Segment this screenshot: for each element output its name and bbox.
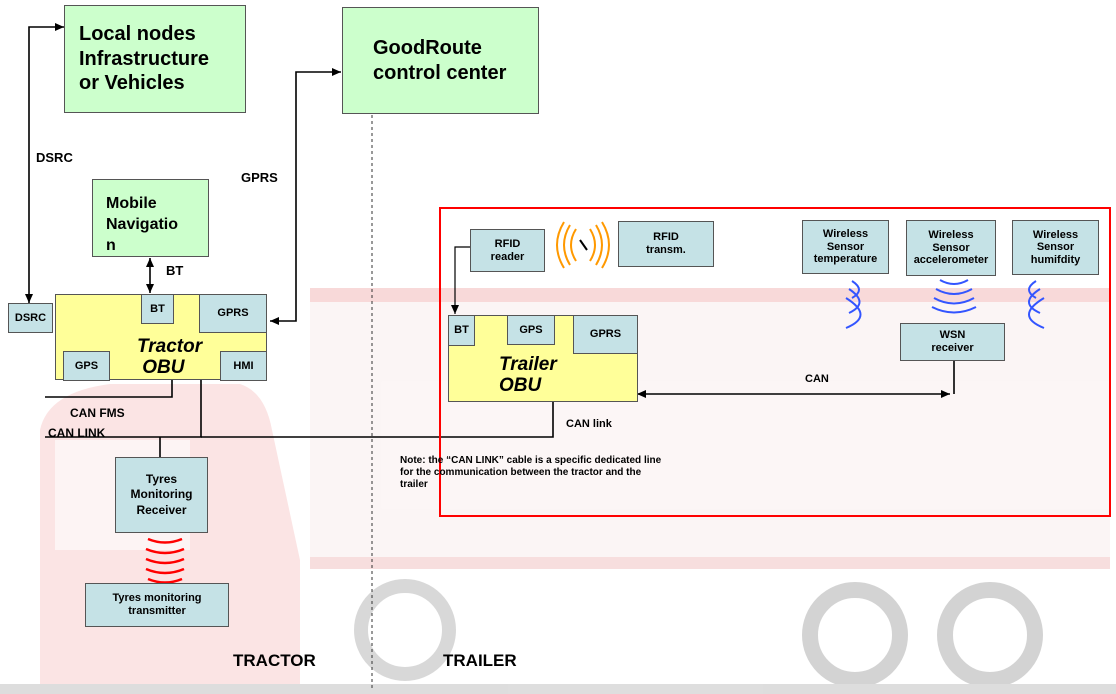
can-label: CAN <box>805 373 829 385</box>
tyre-waves <box>145 537 185 584</box>
rfid-link <box>451 246 470 314</box>
accelerometer-sensor-waves <box>931 279 977 314</box>
sensor-temperature-box: Wireless Sensor temperature <box>802 220 889 274</box>
tyres-receiver-label: Tyres Monitoring Receiver <box>130 471 193 517</box>
sensor-accelerometer-label: Wireless Sensor accelerometer <box>913 229 989 267</box>
trailer-wheel-1 <box>802 582 908 688</box>
trailer-roof-stripe <box>310 288 1110 302</box>
dsrc-link <box>25 23 64 303</box>
tractor-wheel <box>354 579 456 681</box>
rfid-transmitter-box: RFID transm. <box>618 221 714 267</box>
control-center-box: GoodRoute control center <box>342 7 539 114</box>
rfid-reader-box: RFID reader <box>470 229 545 272</box>
tractor-label: TRACTOR <box>233 651 316 670</box>
tyres-receiver-box: Tyres Monitoring Receiver <box>115 457 208 533</box>
trailer-bt-box: BT <box>448 315 475 346</box>
trailer-label: TRAILER <box>443 651 517 670</box>
gprs-link <box>270 68 341 325</box>
tyres-transmitter-label: Tyres monitoring transmitter <box>112 592 202 617</box>
can-link-trailer-label: CAN link <box>566 418 612 430</box>
dsrc-box-label: DSRC <box>14 311 47 324</box>
tractor-hmi-box: HMI <box>220 351 267 381</box>
trailer-chassis-stripe <box>310 557 1110 569</box>
tractor-bt-label: BT <box>150 302 165 315</box>
tractor-hmi-label: HMI <box>233 359 254 372</box>
sensor-temperature-label: Wireless Sensor temperature <box>813 228 878 266</box>
sensor-humidity-box: Wireless Sensor humifdity <box>1012 220 1099 275</box>
can-fms-label: CAN FMS <box>70 406 125 420</box>
can-link-label: CAN LINK <box>48 426 106 440</box>
trailer-gps-box: GPS <box>507 315 555 345</box>
local-nodes-box: Local nodes Infrastructure or Vehicles <box>64 5 246 113</box>
bt-connection-label: BT <box>166 263 184 278</box>
tractor-obu-label: Tractor OBU <box>137 336 203 378</box>
tractor-gprs-label: GPRS <box>217 307 249 320</box>
ground-line <box>0 684 1116 694</box>
dsrc-box: DSRC <box>8 303 53 333</box>
tractor-gps-box: GPS <box>63 351 110 381</box>
control-center-label: GoodRoute control center <box>373 37 507 84</box>
can-link-note: Note: the “CAN LINK” cable is a specific… <box>400 455 662 490</box>
sensor-humidity-label: Wireless Sensor humifdity <box>1030 228 1081 266</box>
wsn-receiver-box: WSN receiver <box>900 323 1005 361</box>
trailer-gps-label: GPS <box>519 323 543 336</box>
rfid-transmitter-label: RFID transm. <box>646 231 686 256</box>
tyres-transmitter-box: Tyres monitoring transmitter <box>85 583 229 627</box>
trailer-obu-label: Trailer OBU <box>499 354 557 396</box>
rfid-waves <box>556 221 610 269</box>
trailer-bt-label: BT <box>454 324 469 337</box>
humidity-sensor-waves <box>1028 280 1045 329</box>
tractor-bt-box: BT <box>141 294 174 324</box>
trailer-wheel-2 <box>937 582 1043 688</box>
rfid-reader-label: RFID reader <box>490 237 525 263</box>
can-fms-line <box>45 380 173 398</box>
trailer-gprs-box: GPRS <box>573 315 638 354</box>
dsrc-connection-label: DSRC <box>36 150 73 165</box>
temperature-sensor-waves <box>845 280 862 329</box>
mobile-navigation-box: Mobile Navigatio n <box>92 179 209 257</box>
trailer-frame <box>439 207 1111 517</box>
wsn-receiver-label: WSN receiver <box>931 329 974 354</box>
tractor-gps-label: GPS <box>74 359 99 372</box>
gprs-connection-label: GPRS <box>241 170 278 185</box>
local-nodes-label: Local nodes Infrastructure or Vehicles <box>79 23 210 95</box>
mobile-navigation-label: Mobile Navigatio n <box>106 195 179 254</box>
sensor-accelerometer-box: Wireless Sensor accelerometer <box>906 220 996 276</box>
tractor-gprs-box: GPRS <box>199 294 267 333</box>
can-link-trailer <box>201 402 554 438</box>
trailer-gprs-label: GPRS <box>589 328 622 341</box>
